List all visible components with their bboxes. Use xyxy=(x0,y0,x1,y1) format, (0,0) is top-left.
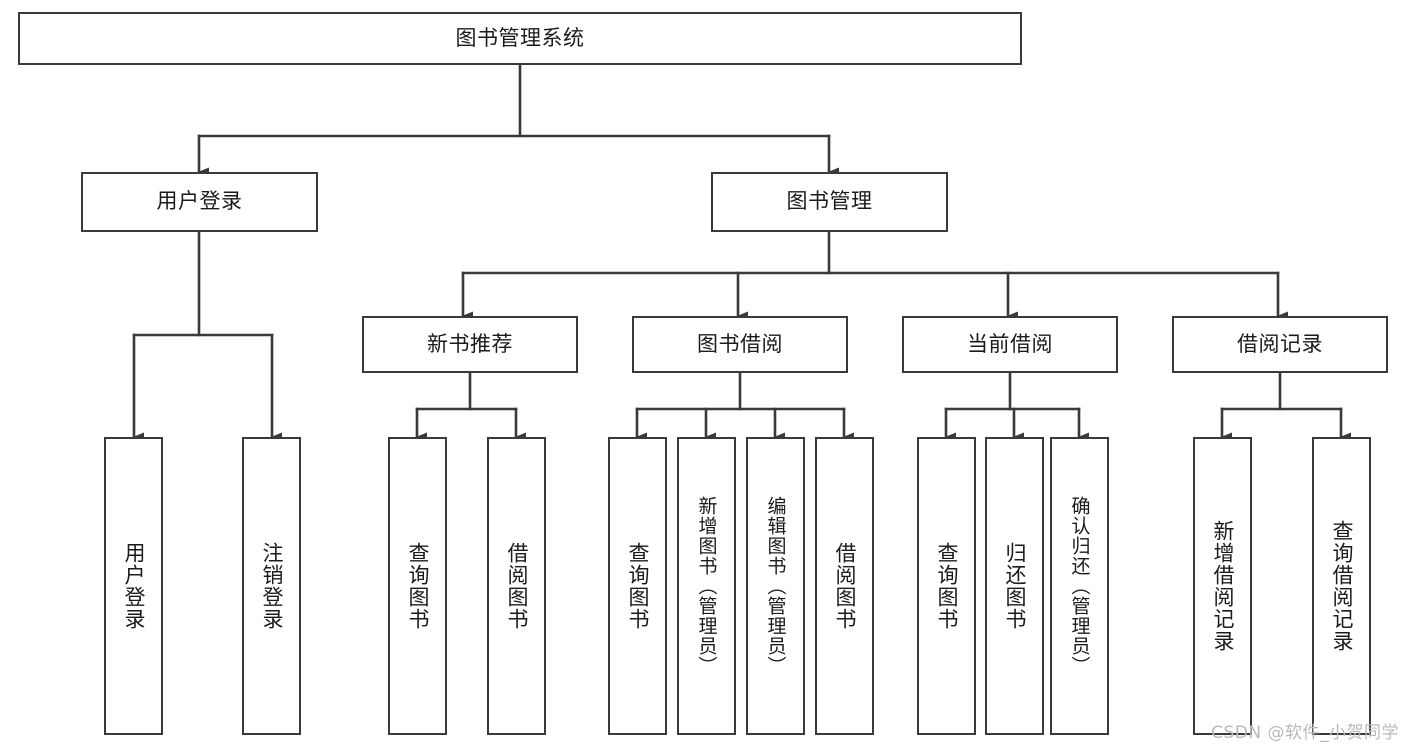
leaf-node-7-label: 借阅图书 xyxy=(832,542,857,630)
leaf-node-5-label: 新增图书（管理员） xyxy=(695,496,718,676)
level3-node-0-label: 新书推荐 xyxy=(427,331,513,356)
level3-node-3-label: 借阅记录 xyxy=(1237,331,1323,356)
leaf-node-12[interactable]: 查询借阅记录 xyxy=(1312,437,1371,735)
leaf-node-8-label: 查询图书 xyxy=(934,542,959,630)
leaf-node-7[interactable]: 借阅图书 xyxy=(815,437,874,735)
level2-node-1-label: 图书管理 xyxy=(786,189,873,214)
leaf-node-11-label: 新增借阅记录 xyxy=(1210,520,1235,652)
level3-node-1[interactable]: 图书借阅 xyxy=(632,316,848,373)
root-node[interactable]: 图书管理系统 xyxy=(18,12,1022,65)
leaf-node-10[interactable]: 确认归还（管理员） xyxy=(1050,437,1109,735)
level2-node-0-label: 用户登录 xyxy=(156,189,243,214)
leaf-node-2-label: 查询图书 xyxy=(405,542,430,630)
level3-node-1-label: 图书借阅 xyxy=(697,331,783,356)
leaf-node-11[interactable]: 新增借阅记录 xyxy=(1193,437,1252,735)
leaf-node-6[interactable]: 编辑图书（管理员） xyxy=(746,437,805,735)
leaf-node-10-label: 确认归还（管理员） xyxy=(1068,496,1091,676)
leaf-node-1[interactable]: 注销登录 xyxy=(242,437,301,735)
leaf-node-1-label: 注销登录 xyxy=(259,542,284,630)
leaf-node-9[interactable]: 归还图书 xyxy=(985,437,1044,735)
leaf-node-12-label: 查询借阅记录 xyxy=(1329,520,1354,652)
leaf-node-6-label: 编辑图书（管理员） xyxy=(764,496,787,676)
leaf-node-0[interactable]: 用户登录 xyxy=(104,437,163,735)
leaf-node-3-label: 借阅图书 xyxy=(504,542,529,630)
leaf-node-3[interactable]: 借阅图书 xyxy=(487,437,546,735)
leaf-node-4-label: 查询图书 xyxy=(625,542,650,630)
level3-node-0[interactable]: 新书推荐 xyxy=(362,316,578,373)
root-node-label: 图书管理系统 xyxy=(455,25,585,50)
level2-node-0[interactable]: 用户登录 xyxy=(81,172,318,232)
leaf-node-5[interactable]: 新增图书（管理员） xyxy=(677,437,736,735)
level3-node-3[interactable]: 借阅记录 xyxy=(1172,316,1388,373)
leaf-node-2[interactable]: 查询图书 xyxy=(388,437,447,735)
leaf-node-8[interactable]: 查询图书 xyxy=(917,437,976,735)
level3-node-2[interactable]: 当前借阅 xyxy=(902,316,1118,373)
level2-node-1[interactable]: 图书管理 xyxy=(711,172,948,232)
leaf-node-0-label: 用户登录 xyxy=(121,542,146,630)
level3-node-2-label: 当前借阅 xyxy=(967,331,1053,356)
leaf-node-4[interactable]: 查询图书 xyxy=(608,437,667,735)
leaf-node-9-label: 归还图书 xyxy=(1002,542,1027,630)
